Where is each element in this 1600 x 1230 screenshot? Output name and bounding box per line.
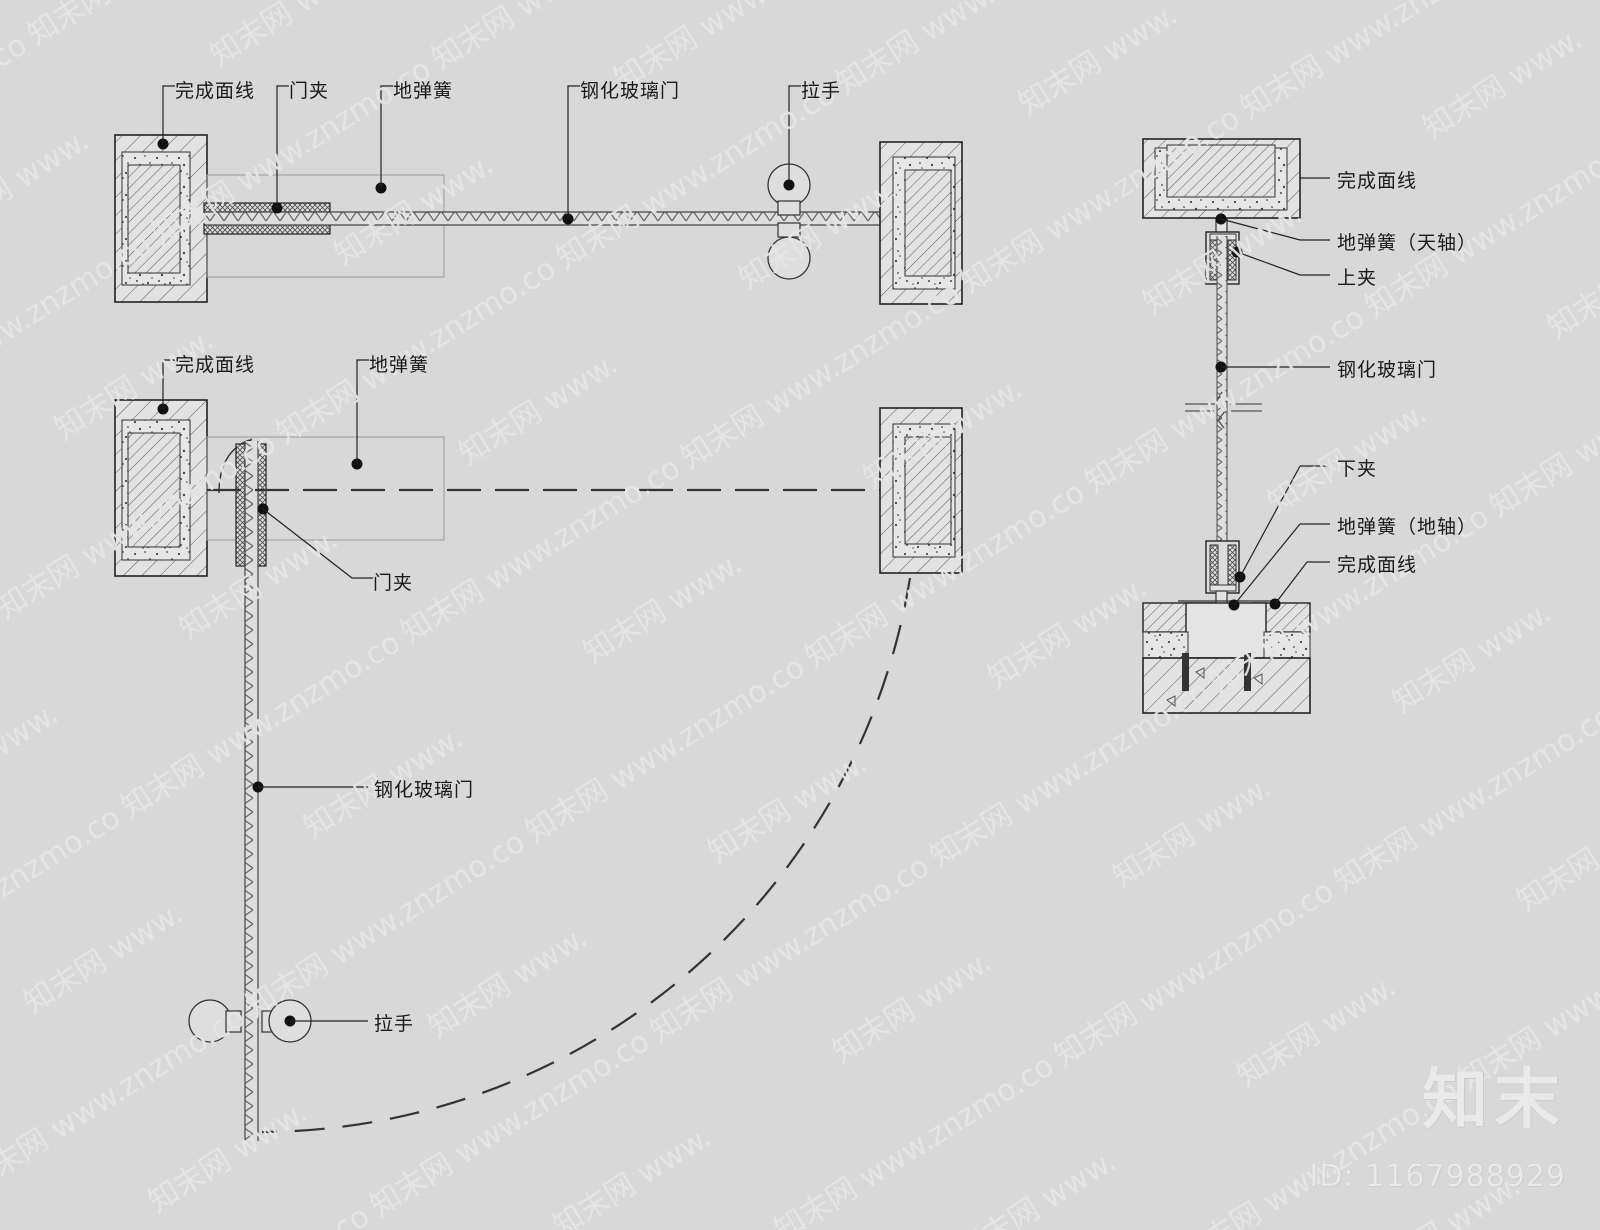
wall-left-top <box>114 134 208 303</box>
wall-right-swing <box>879 407 963 574</box>
view-plan-swing <box>114 359 963 1141</box>
wall-right-top <box>879 141 963 305</box>
label-floor-spring-top-pivot: 地弹簧（天轴） <box>1337 232 1478 254</box>
brand-id-text: ID: 1167988929 <box>1309 1159 1566 1194</box>
wall-left-swing <box>114 399 208 577</box>
label-finish-line-section-top: 完成面线 <box>1337 170 1418 192</box>
label-glass-door-plan-swing: 钢化玻璃门 <box>374 779 475 801</box>
label-finish-line-plan-swing: 完成面线 <box>175 354 256 376</box>
view-plan-top <box>114 85 963 305</box>
label-door-clamp-plan-swing: 门夹 <box>373 572 414 594</box>
brand-logo: 知末 <box>1422 1061 1566 1138</box>
label-pull-handle-plan-top: 拉手 <box>801 80 842 102</box>
label-finish-line-section-bottom: 完成面线 <box>1337 554 1418 576</box>
label-floor-spring-bottom-pivot: 地弹簧（地轴） <box>1337 516 1478 538</box>
label-glass-door-plan-top: 钢化玻璃门 <box>580 80 681 102</box>
lower-clamp <box>1205 540 1240 594</box>
floor-assembly <box>1142 600 1311 714</box>
ceiling-block <box>1142 138 1301 219</box>
label-pull-handle-plan-swing: 拉手 <box>374 1013 415 1035</box>
label-door-clamp-plan-top: 门夹 <box>289 80 330 102</box>
label-glass-door-section: 钢化玻璃门 <box>1337 359 1438 381</box>
label-lower-clamp: 下夹 <box>1337 458 1378 480</box>
label-finish-line-plan-top: 完成面线 <box>175 80 256 102</box>
label-floor-spring-plan-swing: 地弹簧 <box>369 354 430 376</box>
label-upper-clamp: 上夹 <box>1337 267 1378 289</box>
door-swing-arc <box>261 577 912 1134</box>
glass-panel-section <box>1216 236 1228 566</box>
view-section-right <box>1142 138 1330 714</box>
label-floor-spring-plan-top: 地弹簧 <box>393 80 454 102</box>
